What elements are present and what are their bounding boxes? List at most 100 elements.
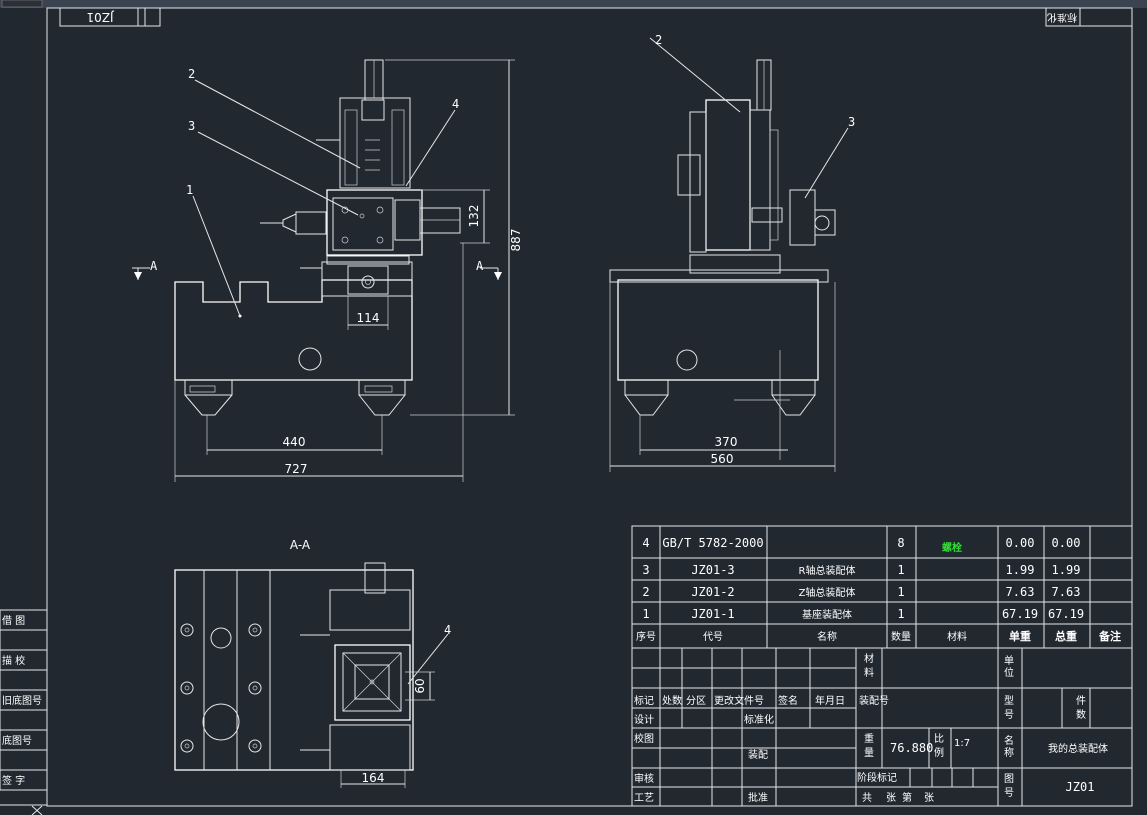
svg-text:1.99: 1.99 xyxy=(1052,563,1081,577)
svg-text:材料: 材料 xyxy=(947,630,967,643)
svg-text:Z轴总装配体: Z轴总装配体 xyxy=(799,586,856,599)
tb-review: 审核 xyxy=(634,772,654,785)
callout-3-side: 3 xyxy=(848,115,855,129)
tb-date: 年月日 xyxy=(815,694,845,707)
top-drawing-no-box xyxy=(59,7,161,27)
svg-text:序号: 序号 xyxy=(636,630,656,643)
tb-drawing-no: JZ01 xyxy=(1066,780,1095,794)
svg-text:0.00: 0.00 xyxy=(1006,536,1035,550)
dim-164: 164 xyxy=(362,771,385,785)
bom-row: 4 GB/T 5782-2000 8 螺栓 0.00 0.00 xyxy=(642,536,1080,554)
tb-zone: 分区 xyxy=(686,695,706,707)
dim-887: 887 xyxy=(509,229,523,252)
svg-text:单: 单 xyxy=(1004,655,1014,667)
svg-text:数: 数 xyxy=(1076,708,1086,721)
bom-table[interactable]: 4 GB/T 5782-2000 8 螺栓 0.00 0.00 3 JZ01-3… xyxy=(631,525,1133,649)
svg-text:图: 图 xyxy=(1004,773,1014,785)
title-block[interactable]: 标记 处数 分区 更改文件号 签名 年月日 设计 标准化 校图 装配 审核 工艺… xyxy=(631,647,1133,807)
tb-page2: 张 xyxy=(924,792,934,804)
tb-count: 处数 xyxy=(662,694,682,707)
svg-text:1.99: 1.99 xyxy=(1006,563,1035,577)
svg-text:例: 例 xyxy=(934,746,944,759)
svg-text:7.63: 7.63 xyxy=(1006,585,1035,599)
svg-text:号: 号 xyxy=(1004,787,1014,799)
svg-text:7.63: 7.63 xyxy=(1052,585,1081,599)
svg-text:JZ01-2: JZ01-2 xyxy=(691,585,734,599)
svg-text:号: 号 xyxy=(1004,709,1014,721)
tb-design: 设计 xyxy=(634,713,654,726)
top-right-box xyxy=(1045,7,1133,27)
callout-2-front: 2 xyxy=(188,67,195,81)
dim-560: 560 xyxy=(711,452,734,466)
svg-text:基座装配体: 基座装配体 xyxy=(802,608,852,621)
svg-text:总重: 总重 xyxy=(1055,629,1077,643)
tb-approve: 批准 xyxy=(748,791,768,804)
margin-label-old-base: 旧底图号 xyxy=(2,694,42,707)
svg-text:位: 位 xyxy=(1004,666,1014,679)
tb-craft: 工艺 xyxy=(634,792,654,804)
section-marker-left: A xyxy=(150,259,158,273)
section-view[interactable]: A-A 4 60 164 xyxy=(174,538,451,788)
callout-4-front: 4 xyxy=(452,97,459,111)
bom-row: 1 JZ01-1 基座装配体 1 67.19 67.19 xyxy=(642,607,1084,621)
tb-change-doc: 更改文件号 xyxy=(714,694,764,707)
svg-text:GB/T 5782-2000: GB/T 5782-2000 xyxy=(662,536,763,550)
svg-text:8: 8 xyxy=(897,536,904,550)
drawing-border xyxy=(46,7,1133,807)
svg-text:名: 名 xyxy=(1004,734,1014,747)
tb-weight: 76.880 xyxy=(890,741,933,755)
dim-440: 440 xyxy=(283,435,306,449)
bom-row: 3 JZ01-3 R轴总装配体 1 1.99 1.99 xyxy=(642,563,1080,577)
svg-text:67.19: 67.19 xyxy=(1048,607,1084,621)
side-view[interactable]: 2 3 370 560 xyxy=(609,33,855,472)
svg-text:件: 件 xyxy=(1076,695,1086,707)
tb-check: 校图 xyxy=(634,732,654,745)
margin-label-sign: 签 字 xyxy=(2,774,25,787)
dim-114: 114 xyxy=(357,311,380,325)
svg-text:2: 2 xyxy=(642,585,649,599)
svg-text:单重: 单重 xyxy=(1009,629,1031,643)
dim-370: 370 xyxy=(715,435,738,449)
callout-2-side: 2 xyxy=(655,33,662,47)
svg-text:称: 称 xyxy=(1004,746,1014,759)
svg-text:JZ01-3: JZ01-3 xyxy=(691,563,734,577)
top-right-label: 标准化 xyxy=(1047,11,1077,24)
callout-1-front: 1 xyxy=(186,183,193,197)
tb-material-label: 材 xyxy=(864,652,874,665)
callout-4-section: 4 xyxy=(444,623,451,637)
svg-text:量: 量 xyxy=(864,747,874,759)
tb-total: 共 xyxy=(862,792,872,804)
margin-label-base: 底图号 xyxy=(2,734,32,747)
svg-text:1: 1 xyxy=(642,607,649,621)
svg-text:比: 比 xyxy=(934,733,944,745)
tb-mark: 标记 xyxy=(634,695,654,707)
section-marker-right: A xyxy=(476,259,484,273)
margin-label-trace: 描 校 xyxy=(2,654,25,667)
tb-sheet: 张 xyxy=(886,792,896,804)
svg-text:料: 料 xyxy=(864,666,874,679)
callout-3-front: 3 xyxy=(188,119,195,133)
tb-page: 第 xyxy=(902,791,912,804)
svg-text:代号: 代号 xyxy=(703,631,723,643)
svg-text:4: 4 xyxy=(642,536,649,550)
dim-132: 132 xyxy=(467,205,481,228)
svg-text:重: 重 xyxy=(864,732,874,745)
svg-text:0.00: 0.00 xyxy=(1052,536,1081,550)
bom-row: 2 JZ01-2 Z轴总装配体 1 7.63 7.63 xyxy=(642,585,1080,599)
dim-727: 727 xyxy=(285,462,308,476)
svg-text:JZ01-1: JZ01-1 xyxy=(691,607,734,621)
svg-text:型: 型 xyxy=(1004,694,1014,707)
tb-assembly-no: 装配号 xyxy=(859,694,889,707)
tb-sign: 签名 xyxy=(778,694,798,707)
tb-name: 我的总装配体 xyxy=(1048,742,1108,755)
tb-assembly: 装配 xyxy=(748,748,768,761)
window-top-bar xyxy=(0,0,1147,8)
svg-text:67.19: 67.19 xyxy=(1002,607,1038,621)
svg-text:R轴总装配体: R轴总装配体 xyxy=(799,564,856,577)
svg-text:1: 1 xyxy=(897,563,904,577)
front-view[interactable]: 2 3 1 4 A A 887 132 114 440 727 xyxy=(132,59,523,482)
svg-text:名称: 名称 xyxy=(817,630,837,643)
tb-scale: 1:7 xyxy=(954,738,970,749)
svg-text:数量: 数量 xyxy=(891,630,911,643)
